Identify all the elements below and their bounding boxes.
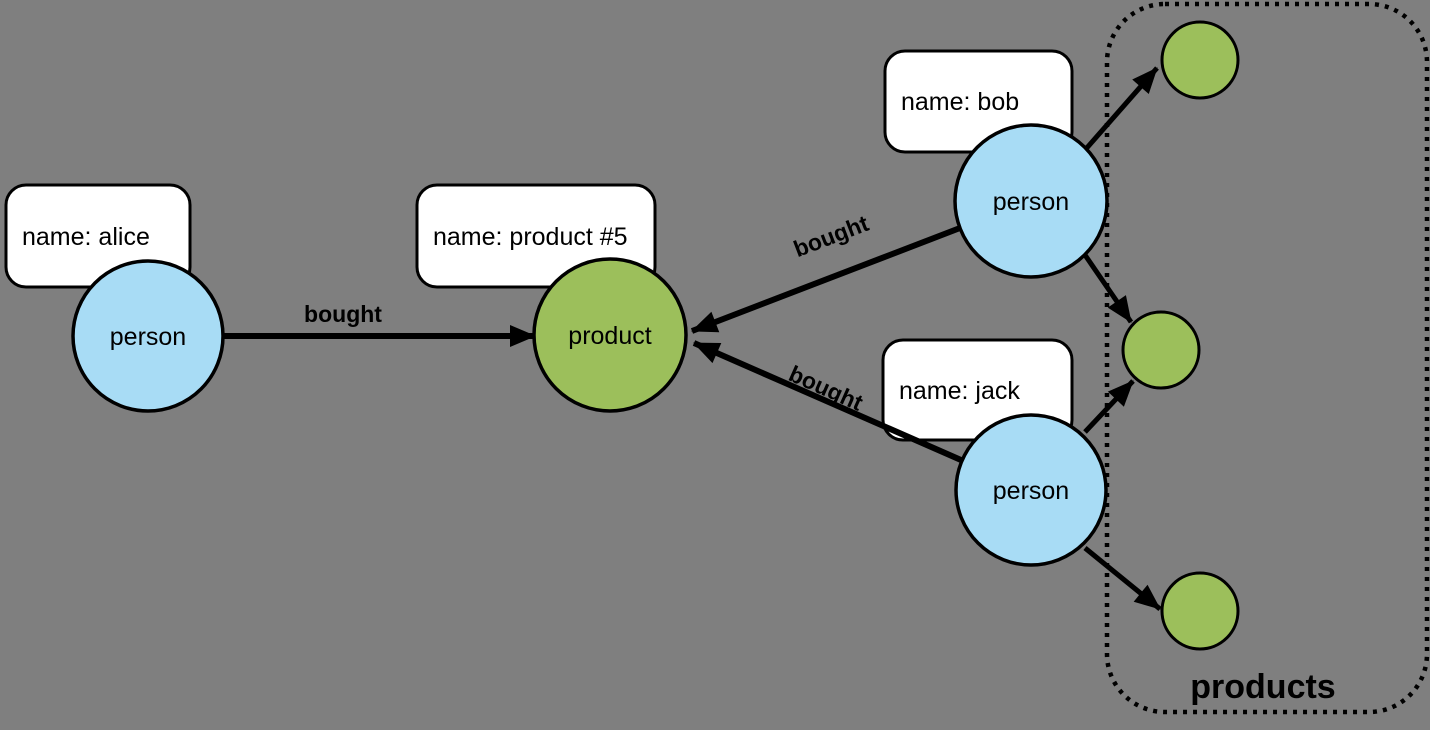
jack-person-node — [954, 413, 1108, 567]
alice-node-label: person — [110, 323, 186, 351]
alice-property-label: name: alice — [22, 223, 150, 251]
edge-jack-bought-product — [692, 340, 963, 463]
products-group-label: products — [1190, 668, 1335, 706]
edge-label-alice-bought: bought — [304, 301, 382, 327]
products-group-border — [1104, 1, 1430, 715]
bob-person-node — [953, 123, 1109, 279]
edge-bob-bought-product — [690, 225, 962, 334]
product-item-node-1 — [1160, 20, 1240, 100]
product5-property-label: name: product #5 — [433, 223, 628, 251]
alice-person-node — [71, 259, 225, 413]
jack-property-label: name: jack — [899, 377, 1020, 405]
product-item-node-2 — [1121, 310, 1201, 390]
edge-bob-product-item-2 — [1082, 253, 1134, 324]
edge-jack-product-item-2 — [1083, 379, 1135, 434]
product5-node — [532, 257, 688, 413]
bob-node-label: person — [993, 188, 1069, 216]
product5-node-label: product — [568, 322, 651, 350]
edge-jack-product-item-3 — [1083, 546, 1162, 611]
edge-bob-product-item-1 — [1083, 66, 1159, 152]
bob-property-label: name: bob — [901, 88, 1019, 116]
jack-node-label: person — [993, 477, 1069, 505]
product-item-node-3 — [1160, 571, 1240, 651]
